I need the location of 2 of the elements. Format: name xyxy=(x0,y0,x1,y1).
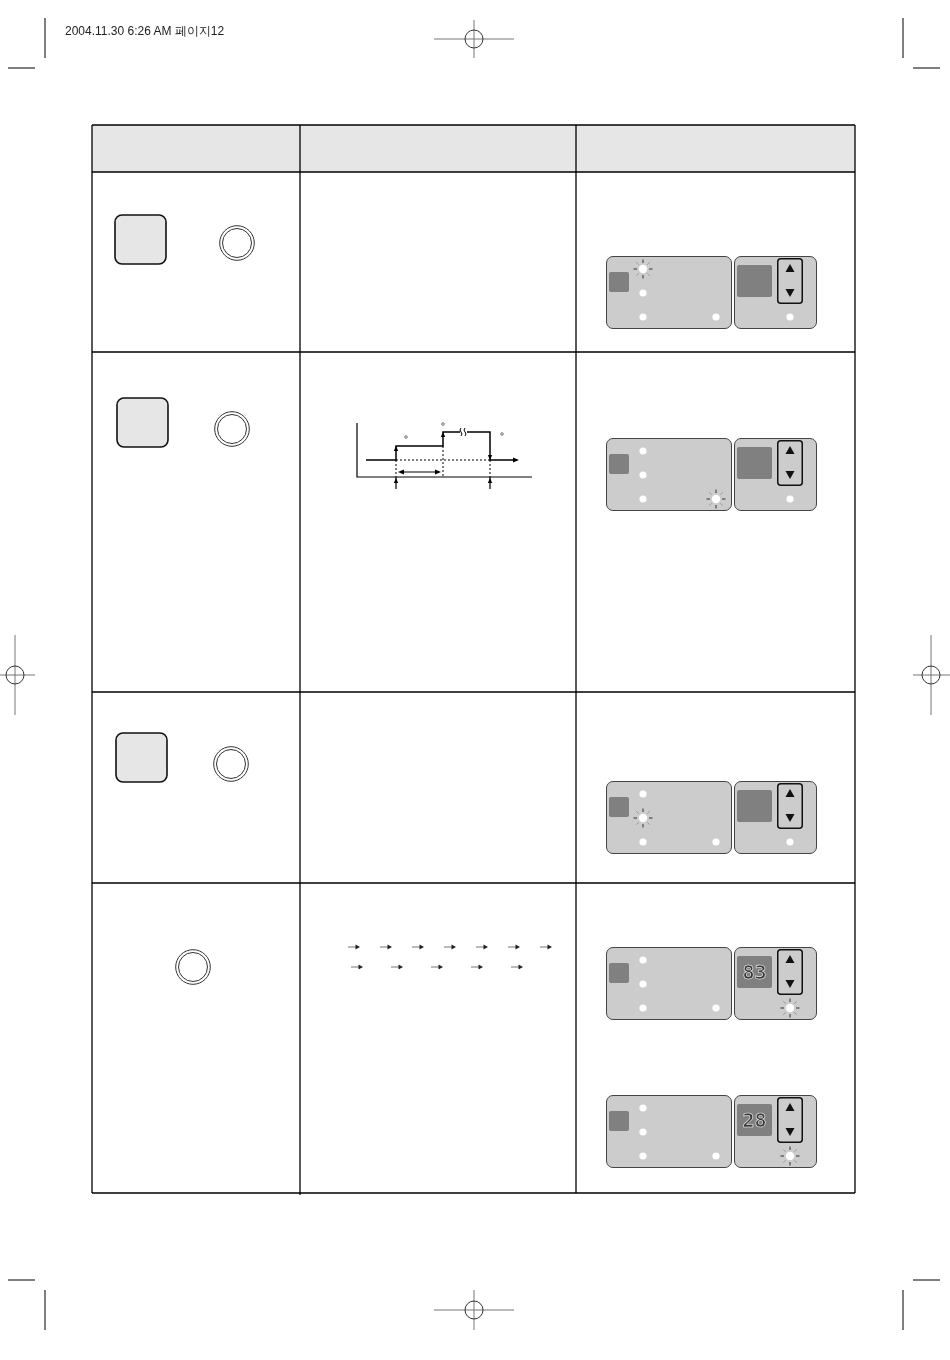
print-slug-text: 2004.11.30 6:26 AM 페이지12 xyxy=(65,24,225,38)
display-digits: 28 xyxy=(742,1109,767,1131)
